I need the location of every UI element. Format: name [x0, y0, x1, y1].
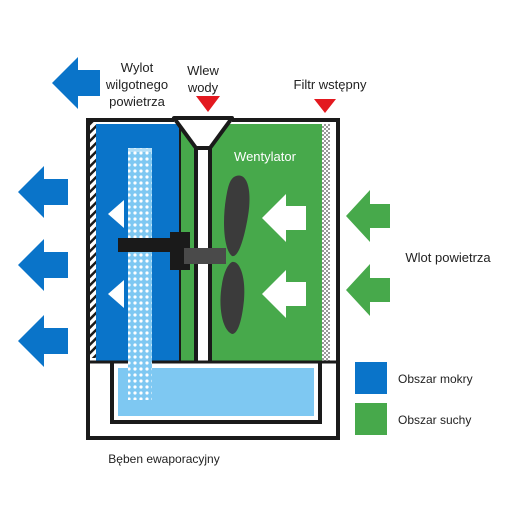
water-funnel	[172, 116, 234, 150]
legend-swatch-dry	[355, 403, 387, 435]
humidifier-housing	[86, 116, 340, 440]
humid-outlet-label-line1: Wylot	[121, 60, 154, 75]
legend-swatch-wet	[355, 362, 387, 394]
airflow-arrow-icon	[262, 270, 306, 318]
legend-label-dry: Obszar suchy	[398, 413, 471, 427]
fan-label: Wentylator	[234, 149, 297, 164]
outlet-arrow-icon	[52, 57, 100, 109]
housing-frame	[86, 118, 340, 440]
water-inlet-label-line1: Wlew	[187, 63, 219, 78]
airflow-arrow-icon	[108, 280, 124, 308]
drum-top	[128, 148, 152, 152]
prefilter-mesh	[322, 124, 330, 362]
water-inlet-channel	[194, 124, 212, 362]
air-inlet-arrows	[346, 190, 390, 316]
prefilter-marker-icon	[314, 99, 336, 113]
airflow-arrow-icon	[262, 194, 306, 242]
inlet-arrow-icon	[346, 264, 390, 316]
drum-label: Bęben ewaporacyjny	[108, 452, 219, 466]
humid-outlet-label: Wylot wilgotnego powietrza	[105, 60, 168, 109]
legend: Obszar mokry Obszar suchy	[355, 362, 473, 435]
outlet-arrow-icon	[18, 166, 68, 218]
air-inlet-label: Wlot powietrza	[405, 250, 491, 265]
water-inlet-label: Wlew wody	[187, 63, 220, 95]
airflow-arrow-icon	[108, 200, 124, 228]
outlet-arrow-icon	[18, 315, 68, 367]
evaporative-drum	[128, 148, 152, 400]
fan-blade-icon	[224, 175, 250, 257]
fan-blade-icon	[220, 261, 245, 334]
motor-shaft	[184, 248, 226, 264]
legend-label-wet: Obszar mokry	[398, 372, 473, 386]
water-inlet-label-line2: wody	[187, 80, 219, 95]
inlet-arrow-icon	[346, 190, 390, 242]
humid-air-outlet-arrows	[18, 57, 100, 367]
outlet-arrow-icon	[18, 239, 68, 291]
prefilter-label: Filtr wstępny	[294, 77, 367, 92]
water-inlet-marker-icon	[196, 96, 220, 112]
humid-outlet-label-line2: wilgotnego	[105, 77, 168, 92]
outlet-grille	[86, 122, 96, 358]
humid-outlet-label-line3: powietrza	[109, 94, 165, 109]
drum-axle	[118, 238, 178, 252]
